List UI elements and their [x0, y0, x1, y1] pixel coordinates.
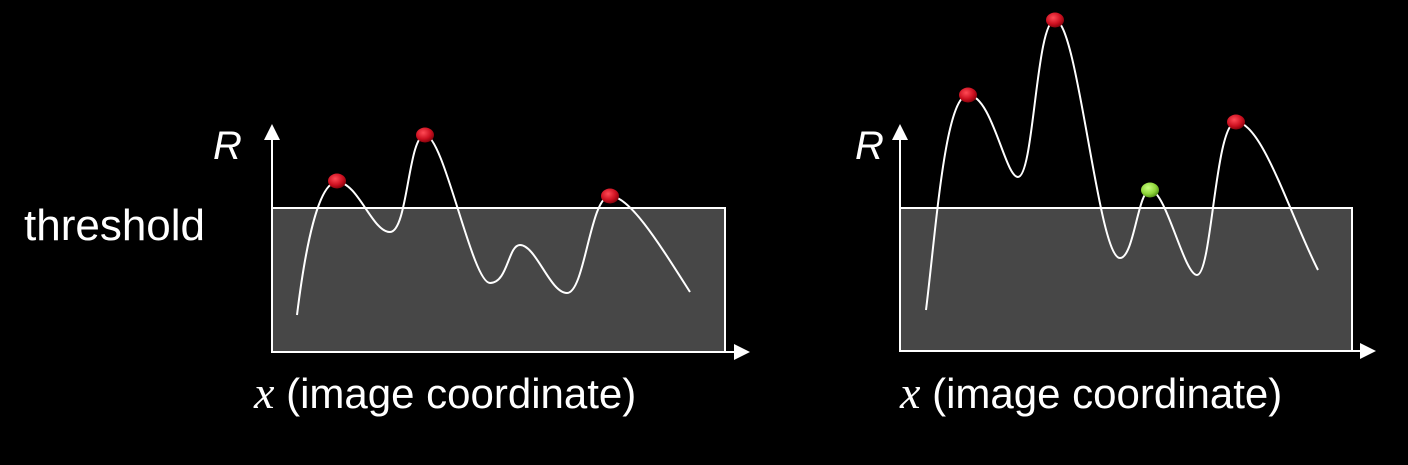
x-axis-arrow — [1360, 343, 1376, 359]
right-panel — [892, 12, 1376, 359]
below-threshold-region — [899, 207, 1353, 352]
local-maximum-point — [601, 188, 619, 204]
threshold-label: threshold — [24, 201, 206, 250]
non-maximum-point — [1141, 182, 1159, 198]
x-axis-description: (image coordinate) — [932, 370, 1283, 417]
x-axis-label: x (image coordinate) — [254, 370, 636, 416]
local-maximum-point — [1227, 114, 1245, 130]
local-maximum-point — [328, 173, 346, 189]
y-axis-arrow — [264, 124, 280, 140]
x-axis-description: (image coordinate) — [286, 370, 637, 417]
response-curve — [925, 18, 1319, 311]
y-axis-label: R — [855, 124, 884, 168]
local-maximum-point — [416, 127, 434, 143]
y-axis-arrow — [892, 124, 908, 140]
local-maximum-point — [959, 87, 977, 103]
x-axis-variable: x — [254, 367, 275, 418]
x-axis-variable: x — [900, 367, 921, 418]
y-axis-label: R — [213, 124, 242, 168]
local-maximum-point — [1046, 12, 1064, 28]
response-curve — [296, 133, 691, 316]
x-axis-arrow — [734, 344, 750, 360]
x-axis-label: x (image coordinate) — [900, 370, 1282, 416]
left-panel — [264, 124, 750, 360]
